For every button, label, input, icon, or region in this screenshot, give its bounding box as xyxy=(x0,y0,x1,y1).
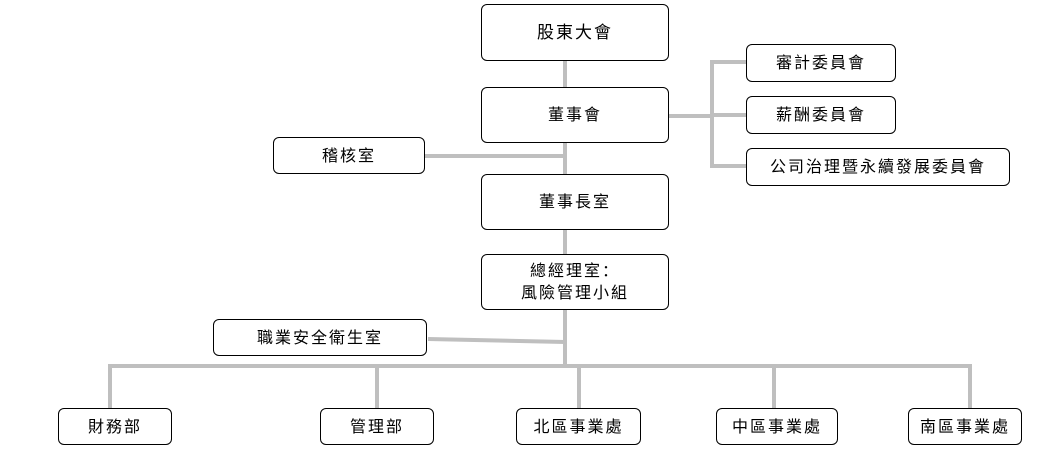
north-division-label: 北區事業處 xyxy=(533,416,624,436)
south-division-label: 南區事業處 xyxy=(919,416,1010,436)
board-of-directors-label: 董事會 xyxy=(547,105,602,124)
occupational-safety-office-label: 職業安全衛生室 xyxy=(256,327,383,347)
management-department-label: 管理部 xyxy=(349,416,404,436)
central-division-label: 中區事業處 xyxy=(731,416,822,436)
risk-management-team-label: 風險管理小組 xyxy=(520,283,629,302)
general-manager-office-label: 總經理室： xyxy=(529,261,620,280)
finance-department-label: 財務部 xyxy=(87,416,142,436)
north-division-box: 北區事業處 xyxy=(516,408,641,445)
internal-audit-office-box: 稽核室 xyxy=(273,137,425,174)
board-of-directors-box: 董事會 xyxy=(481,87,669,143)
south-division-box: 南區事業處 xyxy=(908,408,1022,445)
remuneration-committee-box: 薪酬委員會 xyxy=(746,96,896,134)
central-division-box: 中區事業處 xyxy=(716,408,838,445)
chairman-office-box: 董事長室 xyxy=(481,174,669,230)
chairman-office-label: 董事長室 xyxy=(538,192,611,211)
governance-committee-box: 公司治理暨永續發展委員會 xyxy=(746,148,1010,186)
internal-audit-office-label: 稽核室 xyxy=(321,145,376,165)
connector-safety-office xyxy=(427,337,566,344)
finance-department-box: 財務部 xyxy=(58,408,172,445)
audit-committee-box: 審計委員會 xyxy=(746,44,896,82)
general-manager-office-box: 總經理室： 風險管理小組 xyxy=(481,254,669,310)
management-department-box: 管理部 xyxy=(320,408,434,445)
shareholders-meeting-label: 股東大會 xyxy=(537,22,613,43)
governance-committee-label: 公司治理暨永續發展委員會 xyxy=(769,157,986,176)
shareholders-meeting-box: 股東大會 xyxy=(481,4,669,61)
audit-committee-label: 審計委員會 xyxy=(775,53,866,72)
remuneration-committee-label: 薪酬委員會 xyxy=(775,105,866,124)
occupational-safety-office-box: 職業安全衛生室 xyxy=(213,319,427,356)
